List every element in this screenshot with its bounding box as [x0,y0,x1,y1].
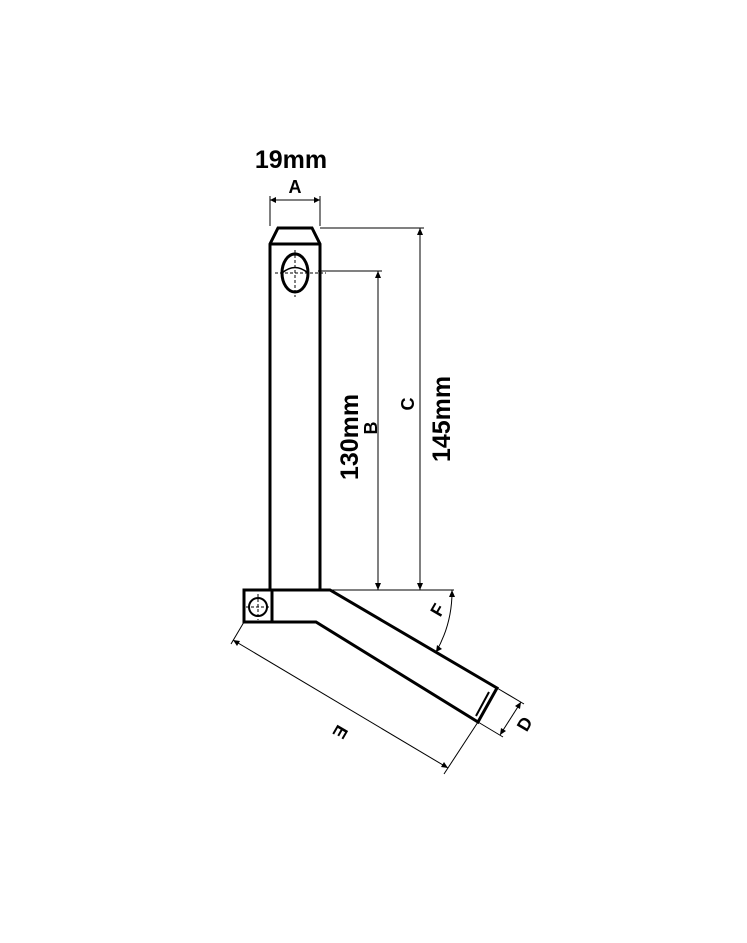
dimension-d [477,687,525,738]
angle-f-label: F [426,600,449,620]
cross-hole [275,250,326,297]
angle-f [435,589,455,653]
dimension-a-value: 19mm [255,146,327,174]
pin-arm [242,588,500,725]
dimension-e [230,621,479,775]
dimension-c-label: C [398,398,418,411]
dimension-b [318,270,382,590]
dimension-a-label: A [289,177,302,197]
dimension-b-value: 130mm [336,394,364,480]
dimension-d-label: D [513,713,537,734]
dimension-c-value: 145mm [428,376,456,462]
dimension-a [269,196,321,226]
dimension-c [320,227,424,590]
dimension-b-label: B [361,422,381,435]
arm-eye-hole [246,594,271,620]
dimension-e-label: E [329,722,352,742]
